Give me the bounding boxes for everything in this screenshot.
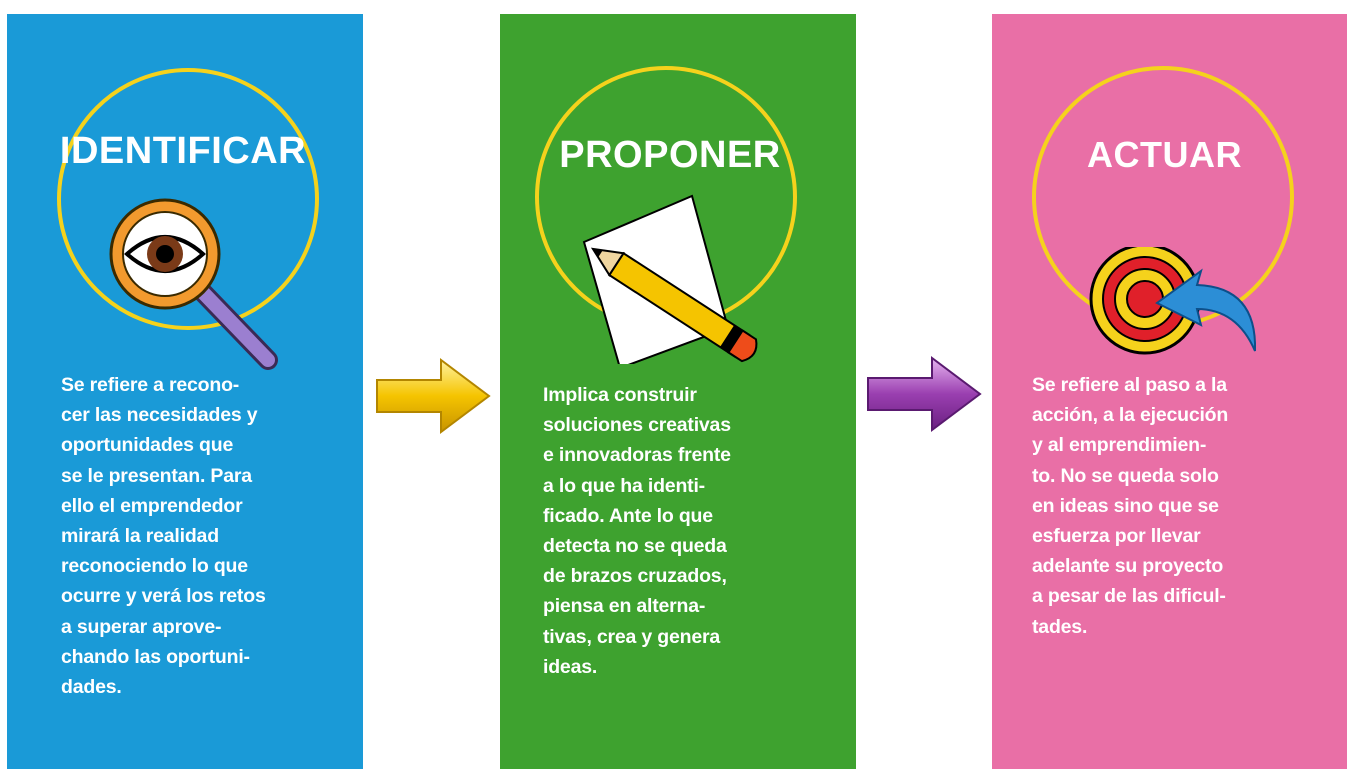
step-description: Se refiere a recono- cer las necesidades… xyxy=(61,374,266,699)
step-identificar-panel: IDENTIFICAR Se refiere a recono- cer las… xyxy=(7,14,363,769)
target-arrow-icon xyxy=(1089,247,1257,355)
step-proponer-panel: PROPONER Implica construir soluciones cr… xyxy=(500,14,856,769)
step-description: Se refiere al paso a la acción, a la eje… xyxy=(1032,374,1229,638)
pencil-paper-icon xyxy=(582,194,758,364)
right-arrow-icon xyxy=(376,358,491,434)
step-description: Implica construir soluciones creativas e… xyxy=(543,384,731,678)
step-title: PROPONER xyxy=(559,134,781,176)
right-arrow-icon xyxy=(867,356,982,432)
step-actuar-panel: ACTUAR Se refiere al paso a la acción, a… xyxy=(992,14,1347,769)
step-title: IDENTIFICAR xyxy=(59,130,307,172)
step-ring xyxy=(57,68,319,330)
step-title: ACTUAR xyxy=(1087,134,1242,175)
magnifying-glass-eye-icon xyxy=(109,198,278,370)
